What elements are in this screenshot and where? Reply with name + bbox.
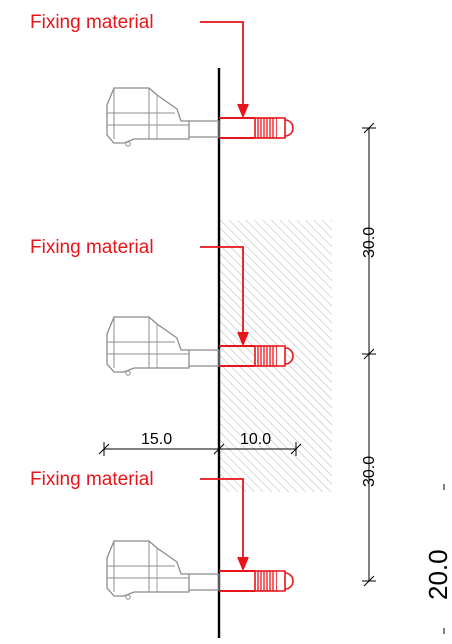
callout-label: Fixing material	[30, 469, 154, 490]
fixing-anchor	[218, 117, 294, 139]
power-tool-icon	[106, 540, 220, 600]
horizontal-dimension	[98, 442, 302, 456]
callout-leader	[200, 246, 249, 347]
callout-leader	[200, 478, 249, 572]
dimension-label-lower: 30.0	[361, 456, 378, 487]
dimension-label-right: 10.0	[240, 431, 271, 448]
callout-label: Fixing material	[30, 237, 154, 258]
callout-leader	[200, 21, 249, 119]
power-tool-icon	[106, 87, 220, 147]
vertical-dimension	[362, 122, 376, 587]
power-tool-icon	[106, 316, 220, 376]
dimension-label-left: 15.0	[141, 431, 172, 448]
dimension-label-upper: 30.0	[361, 227, 378, 258]
callout-label: Fixing material	[30, 12, 154, 33]
fixing-anchor	[218, 570, 294, 592]
dimension-label-edge: 20.0	[423, 549, 452, 600]
